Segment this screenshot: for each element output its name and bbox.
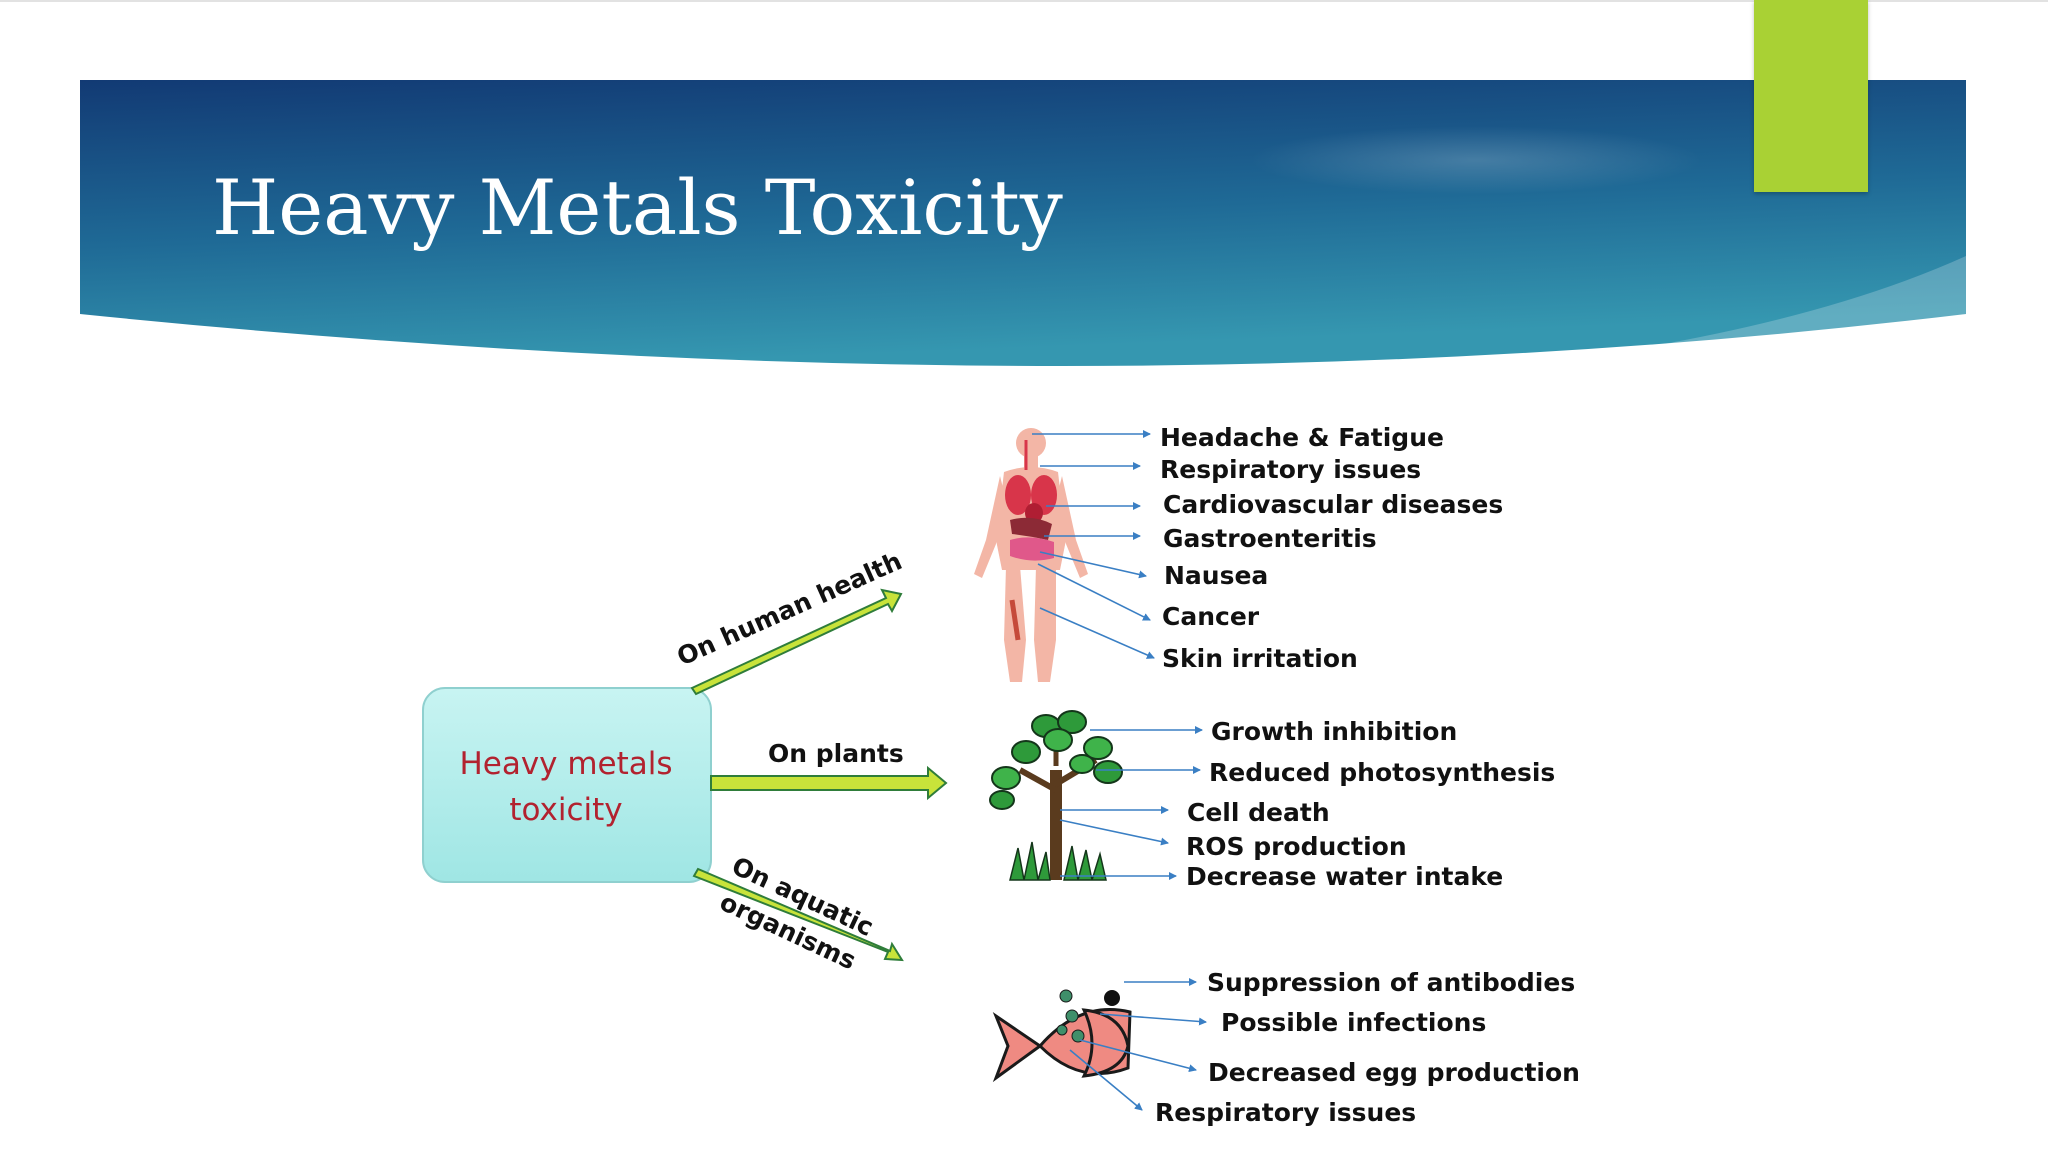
human-effect-pointer <box>1039 607 1155 659</box>
fish-icon <box>992 989 1132 1083</box>
arrow-aquatic <box>692 867 904 962</box>
human-effect-pointer <box>1037 563 1151 621</box>
arrow-plants <box>710 765 948 801</box>
human-effect-label: Gastroenteritis <box>1163 524 1377 553</box>
aquatic-effect-pointer <box>1079 1039 1197 1073</box>
center-label-line2: toxicity <box>509 792 622 828</box>
aquatic-effect-pointer <box>1069 1049 1143 1111</box>
plant-effect-label: ROS production <box>1186 832 1407 861</box>
human-effect-label: Respiratory issues <box>1160 455 1421 484</box>
center-label-line1: Heavy metals <box>459 746 672 782</box>
aquatic-effect-label: Possible infections <box>1221 1008 1486 1037</box>
plant-effect-label: Reduced photosynthesis <box>1209 758 1555 787</box>
branch-label-plants: On plants <box>768 739 904 768</box>
top-divider <box>0 0 2048 2</box>
plant-effect-label: Decrease water intake <box>1186 862 1503 891</box>
tree-icon <box>989 710 1123 881</box>
slide-title: Heavy Metals Toxicity <box>212 163 1063 252</box>
human-effect-label: Cancer <box>1162 602 1260 631</box>
aquatic-effect-label: Suppression of antibodies <box>1207 968 1575 997</box>
human-effect-pointer <box>1039 551 1147 579</box>
human-effect-label: Cardiovascular diseases <box>1163 490 1503 519</box>
human-effect-label: Skin irritation <box>1162 644 1358 673</box>
human-effect-label: Nausea <box>1164 561 1268 590</box>
plant-effect-pointer <box>1059 819 1169 846</box>
accent-bar <box>1754 0 1868 192</box>
arrow-human <box>690 588 903 696</box>
human-effect-label: Headache & Fatigue <box>1160 423 1444 452</box>
plant-effect-label: Growth inhibition <box>1211 717 1457 746</box>
plant-effect-label: Cell death <box>1187 798 1330 827</box>
aquatic-effect-pointer <box>1099 1013 1207 1026</box>
human-body-icon <box>974 428 1088 682</box>
aquatic-effect-label: Decreased egg production <box>1208 1058 1580 1087</box>
aquatic-effect-label: Respiratory issues <box>1155 1098 1416 1127</box>
center-box: Heavy metals toxicity <box>422 687 712 883</box>
